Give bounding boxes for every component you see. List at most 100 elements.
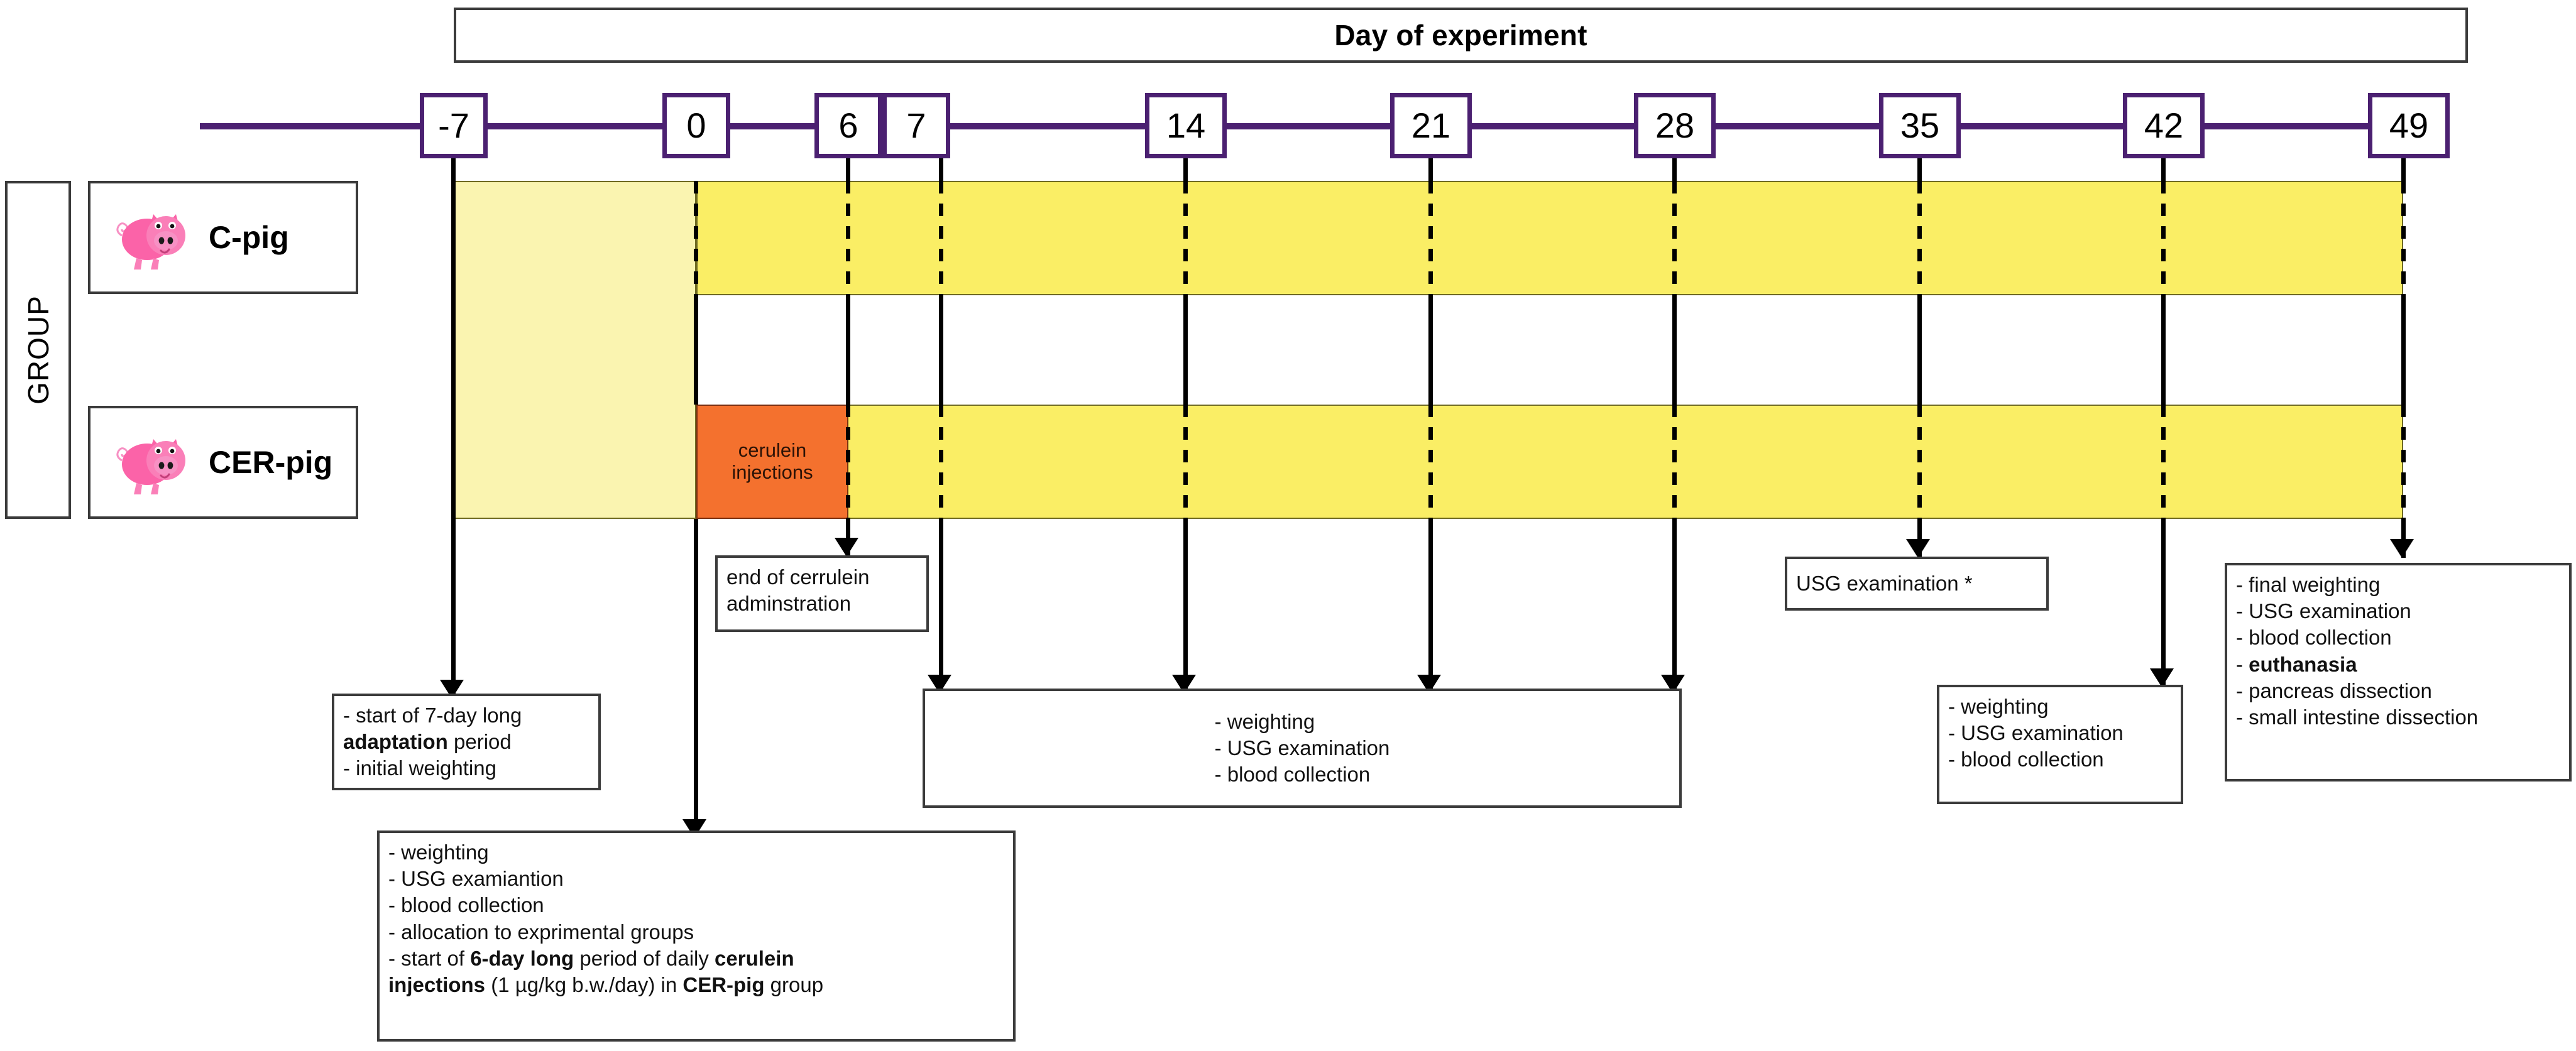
callout-start-adaptation[interactable]: - start of 7-day long adaptation period … — [332, 694, 601, 790]
day-label: 14 — [1166, 106, 1206, 145]
callout-line: - final weighting — [2236, 573, 2381, 596]
callout-text: - start of — [388, 946, 471, 970]
event-line-day-28-band1 — [1672, 181, 1677, 295]
event-line-day-7-band2 — [939, 405, 943, 519]
event-line-day-21-gap — [1428, 295, 1433, 405]
event-line-day-21-lower — [1428, 519, 1433, 694]
event-line-day-49-top — [2401, 158, 2406, 181]
callout-text: period of daily — [574, 946, 715, 970]
callout-line: - euthanasia — [2236, 651, 2560, 678]
group-name: C-pig — [209, 220, 289, 255]
event-line-day-42-band1 — [2161, 181, 2166, 295]
event-line-day-49-band1 — [2401, 181, 2406, 295]
day-label: 49 — [2389, 106, 2429, 145]
day-label: 0 — [686, 106, 706, 145]
arrow-day-49 — [2390, 539, 2414, 558]
day-marker-21[interactable]: 21 — [1390, 93, 1472, 158]
event-line-day-35-band1 — [1917, 181, 1922, 295]
callout-bold: euthanasia — [2249, 652, 2357, 676]
callout-weekly-assessments[interactable]: - weighting - USG examination - blood co… — [923, 689, 1682, 808]
arrow-day-42 — [2150, 668, 2174, 687]
callout-line: adminstration — [726, 592, 852, 616]
callout-day-0-procedures[interactable]: - weighting - USG examiantion - blood co… — [377, 830, 1016, 1042]
callout-line: - USG examination — [1948, 721, 2124, 745]
event-line-day-21-band1 — [1428, 181, 1433, 295]
callout-bold: 6-day long — [470, 946, 574, 970]
callout-line: - blood collection — [1948, 748, 2104, 771]
event-line-day-14-lower — [1183, 519, 1188, 694]
event-line-day-7-gap — [939, 295, 943, 405]
day-marker-42[interactable]: 42 — [2123, 93, 2205, 158]
callout-bold: CER-pig — [682, 973, 765, 997]
callout-line: USG examination * — [1796, 571, 1973, 595]
group-name: CER-pig — [209, 445, 333, 480]
group-row-cer-pig[interactable]: CER-pig — [88, 406, 358, 519]
page-title: Day of experiment — [1334, 19, 1587, 52]
callout-line: - weighting — [1214, 709, 1315, 733]
day-marker-49[interactable]: 49 — [2368, 93, 2450, 158]
event-line-day-28-gap — [1672, 295, 1677, 405]
day-marker-6[interactable]: 6 — [814, 93, 882, 158]
group-row-c-pig[interactable]: C-pig — [88, 181, 358, 294]
callout-line: - start of 7-day long — [343, 704, 522, 727]
day-label: 35 — [1900, 106, 1940, 145]
event-line-day-14-gap — [1183, 295, 1188, 405]
callout-usg-examination-day-35[interactable]: USG examination * — [1785, 557, 2049, 611]
callout-bold: cerulein — [715, 946, 794, 970]
event-line-day-42-band2 — [2161, 405, 2166, 519]
timeline-title-bar: Day of experiment — [454, 8, 2468, 63]
event-line-day-49-band2 — [2401, 405, 2406, 519]
event-line-day-42-top — [2161, 158, 2166, 181]
callout-line: end of cerrulein — [726, 565, 870, 589]
event-line-day-28-lower — [1672, 519, 1677, 694]
cerulein-line-2: injections — [732, 461, 813, 483]
event-line-day-28-top — [1672, 158, 1677, 181]
cerulein-line-1: cerulein — [738, 439, 807, 462]
callout-day-42-assessments[interactable]: - weighting - USG examination - blood co… — [1937, 685, 2183, 804]
day-label: 6 — [838, 106, 858, 145]
day-marker--7[interactable]: -7 — [420, 93, 488, 158]
callout-line: - start of 6-day long period of daily ce… — [388, 945, 1004, 972]
pig-icon — [108, 195, 190, 280]
event-line-day-7-top — [939, 158, 943, 181]
event-line-day-7-lower — [939, 519, 943, 694]
day-marker-7[interactable]: 7 — [882, 93, 950, 158]
c-pig-observation-band — [696, 181, 2403, 295]
event-line-day-6-top — [846, 158, 850, 181]
event-line-day-49-lower — [2401, 519, 2406, 558]
day-marker-14[interactable]: 14 — [1145, 93, 1227, 158]
group-axis-label: GROUP — [5, 181, 71, 519]
event-line-day-14-band1 — [1183, 181, 1188, 295]
timeline-track-main — [200, 123, 2437, 129]
callout-text: - — [2236, 652, 2249, 676]
day-label: 21 — [1411, 106, 1451, 145]
callout-end-cerulein-administration[interactable]: end of cerrulein adminstration — [715, 555, 929, 632]
day-marker-0[interactable]: 0 — [662, 93, 730, 158]
callout-final-day-49[interactable]: - final weighting - USG examination - bl… — [2225, 563, 2572, 781]
day-marker-28[interactable]: 28 — [1634, 93, 1716, 158]
event-line-day-6-band2 — [846, 405, 850, 519]
event-line-day-0-lower — [694, 519, 698, 838]
callout-line: - small intestine dissection — [2236, 705, 2479, 729]
callout-text: (1 µg/kg b.w./day) in — [485, 973, 683, 997]
adaptation-zone — [454, 181, 696, 519]
day-marker-35[interactable]: 35 — [1879, 93, 1961, 158]
event-line-day-28-band2 — [1672, 405, 1677, 519]
event-line-day-6-band1 — [846, 181, 850, 295]
event-line-day-14-top — [1183, 158, 1188, 181]
callout-line: - weighting — [388, 841, 489, 864]
callout-line: - initial weighting — [343, 756, 496, 780]
pig-icon — [108, 420, 190, 505]
event-line-day-7-band1 — [939, 181, 943, 295]
arrow-day-6 — [835, 538, 858, 557]
cerulein-injection-block: cerulein injections — [696, 405, 848, 519]
event-line-day-0-gap — [694, 295, 698, 405]
event-line-day-14-band2 — [1183, 405, 1188, 519]
callout-line: - blood collection — [1214, 763, 1371, 787]
callout-bold: injections — [388, 973, 486, 997]
callout-line: - USG examiantion — [388, 867, 564, 891]
event-line-day-42-gap — [2161, 295, 2166, 405]
cer-pig-observation-band — [696, 405, 2403, 519]
callout-line: - USG examination — [1214, 736, 1390, 760]
